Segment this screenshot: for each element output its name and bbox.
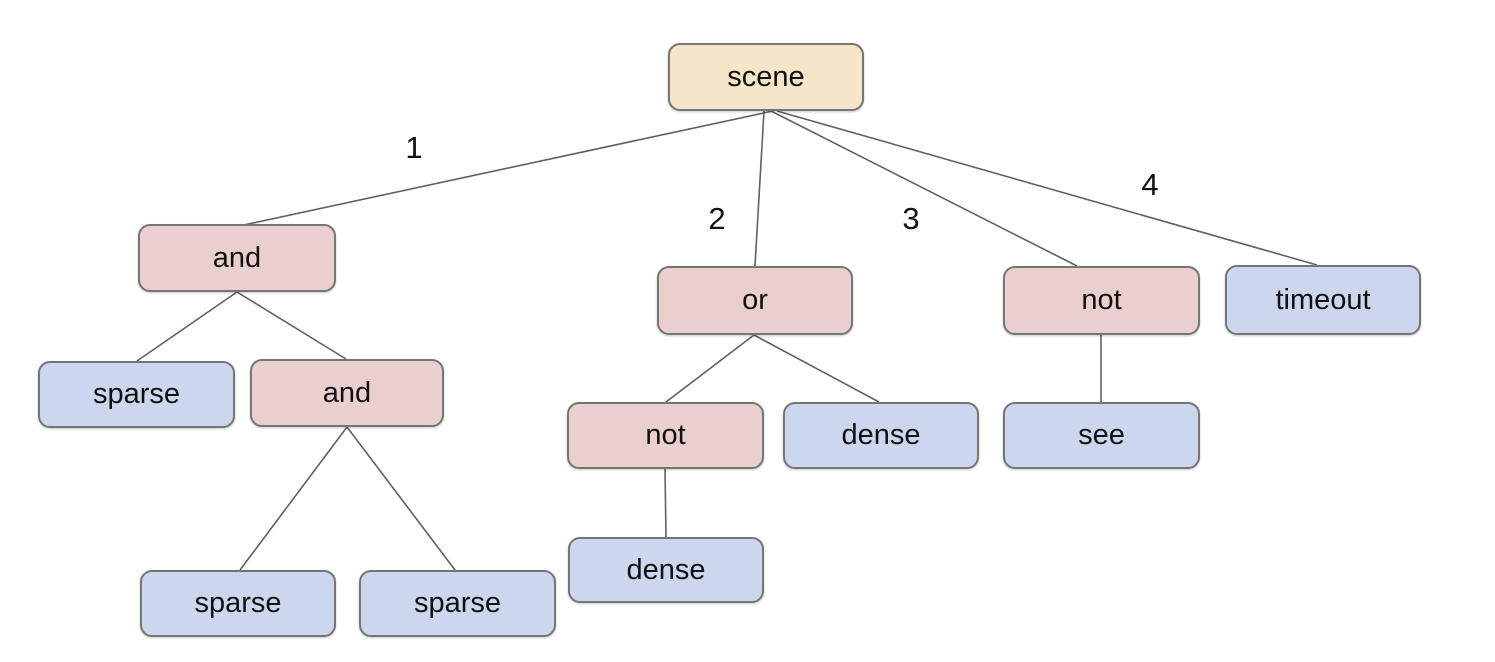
tree-node-not1: not <box>1003 266 1200 335</box>
edge-label-3: 3 <box>902 201 919 236</box>
edge-scene-or1 <box>754 110 765 267</box>
edge-label-1: 1 <box>405 130 422 165</box>
edge-and1-sparse1 <box>136 291 238 362</box>
edge-or1-dense1 <box>753 334 880 403</box>
edge-and1-and2 <box>236 291 347 360</box>
tree-node-sparse2: sparse <box>140 570 336 637</box>
tree-node-scene: scene <box>668 43 864 111</box>
edge-and2-sparse3 <box>346 426 456 571</box>
tree-node-not2: not <box>567 402 764 469</box>
tree-node-timeout1: timeout <box>1225 265 1421 335</box>
edge-not2-dense2 <box>664 468 667 538</box>
tree-node-sparse3: sparse <box>359 570 556 637</box>
tree-node-sparse1: sparse <box>38 361 235 428</box>
tree-node-dense2: dense <box>568 537 764 603</box>
edge-scene-and1 <box>238 110 774 227</box>
tree-node-and2: and <box>250 359 444 427</box>
tree-node-see1: see <box>1003 402 1200 469</box>
edge-or1-not2 <box>665 334 755 403</box>
tree-node-or1: or <box>657 266 853 335</box>
edge-label-4: 4 <box>1141 167 1158 202</box>
edge-scene-not1 <box>770 110 1078 267</box>
tree-node-dense1: dense <box>783 402 979 469</box>
edge-and2-sparse2 <box>239 426 348 571</box>
edge-label-2: 2 <box>708 201 725 236</box>
edge-scene-timeout1 <box>776 110 1318 266</box>
tree-node-and1: and <box>138 224 336 292</box>
